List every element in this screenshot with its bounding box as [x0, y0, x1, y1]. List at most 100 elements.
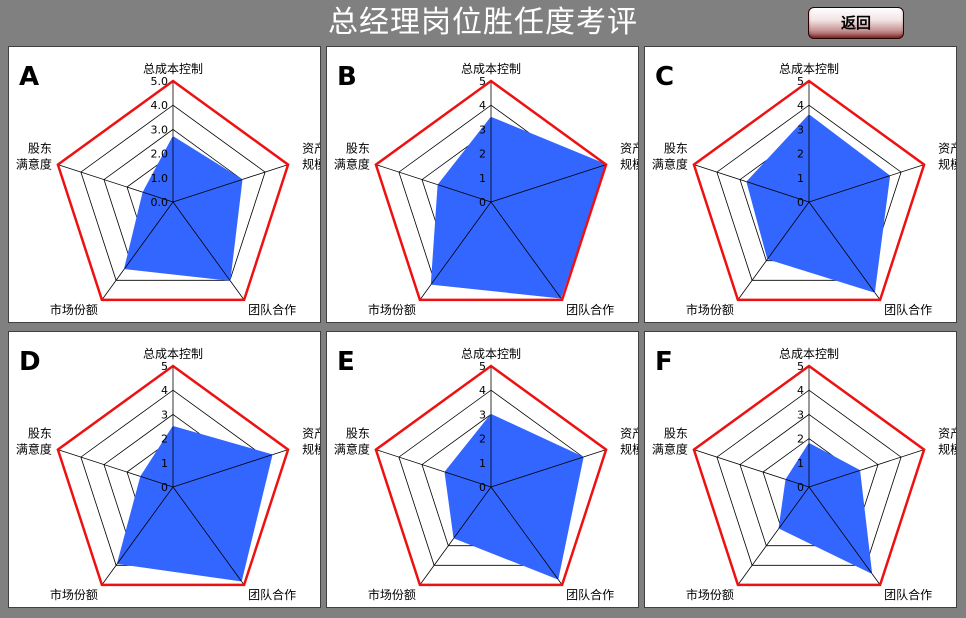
tick-label: 0: [797, 196, 804, 209]
spoke-overlay-line: [437, 184, 492, 203]
tick-label: 4: [479, 99, 486, 112]
tick-label: 5: [797, 360, 804, 373]
tick-label: 0: [479, 196, 486, 209]
panel-letter: B: [337, 62, 357, 92]
axis-label: 股东满意度: [334, 142, 370, 172]
tick-label: 3.0: [151, 123, 169, 136]
tick-label: 1: [797, 172, 804, 185]
spoke-overlay-line: [117, 486, 174, 564]
tick-label: 0: [161, 481, 168, 494]
spoke-overlay-line: [490, 164, 607, 203]
radar-chart-a: 0.01.02.03.04.05.0总成本控制资产规模团队合作市场份额股东满意度…: [16, 62, 320, 317]
tick-label: 1: [797, 457, 804, 470]
radar-chart-e: 012345总成本控制资产规模团队合作市场份额股东满意度E: [334, 347, 638, 602]
axis-label: 市场份额: [368, 587, 416, 602]
grid-ring-4: [398, 389, 584, 566]
radar-panel-b: 012345总成本控制资产规模团队合作市场份额股东满意度B: [326, 46, 639, 323]
data-area: [444, 413, 584, 580]
spoke-overlay-line: [808, 201, 875, 293]
grid-ring-3: [739, 413, 879, 547]
tick-label: 4: [161, 384, 168, 397]
spoke-overlay-line: [746, 181, 810, 203]
spoke-overlay-line: [124, 201, 174, 269]
spoke-overlay-line: [778, 486, 810, 529]
tick-label: 2: [479, 148, 486, 161]
spoke-overlay-line: [172, 454, 273, 488]
tick-label: 1: [479, 172, 486, 185]
axis-label: 团队合作: [566, 587, 614, 602]
radar-chart-c: 012345总成本控制资产规模团队合作市场份额股东满意度C: [652, 62, 956, 317]
tick-label: 4: [797, 384, 804, 397]
tick-label: 2: [479, 433, 486, 446]
axis-label: 股东满意度: [16, 427, 52, 457]
radar-chart-b: 012345总成本控制资产规模团队合作市场份额股东满意度B: [334, 62, 638, 317]
spoke-overlay-line: [767, 201, 810, 260]
axis-label: 总成本控制: [461, 62, 521, 76]
panel-letter: E: [337, 347, 355, 377]
tick-label: 4: [797, 99, 804, 112]
grid-ring-4: [716, 104, 902, 281]
spoke-overlay-line: [140, 476, 174, 488]
grid-ring-4: [80, 104, 266, 281]
axis-label: 股东满意度: [652, 142, 688, 172]
tick-label: 2: [797, 148, 804, 161]
tick-label: 0.0: [151, 196, 169, 209]
axis-label: 总成本控制: [461, 347, 521, 361]
panel-letter: D: [19, 347, 41, 377]
axis-label: 总成本控制: [779, 347, 839, 361]
axis-label: 总成本控制: [143, 347, 203, 361]
tick-label: 5: [797, 75, 804, 88]
axis-label: 团队合作: [248, 302, 296, 317]
spoke-overlay-line: [808, 486, 872, 574]
back-button[interactable]: 返回: [808, 7, 904, 39]
axis-label: 资产规模: [620, 427, 638, 457]
axis-label: 市场份额: [368, 302, 416, 317]
spoke-overlay-line: [490, 456, 584, 488]
axis-label: 资产规模: [938, 427, 956, 457]
data-area: [746, 114, 891, 293]
tick-label: 0: [479, 481, 486, 494]
outer-ring: [692, 364, 926, 587]
outer-ring: [374, 79, 608, 302]
axis-label: 股东满意度: [334, 427, 370, 457]
axis-label: 市场份额: [50, 302, 98, 317]
axis-label: 市场份额: [50, 587, 98, 602]
axis-label: 团队合作: [248, 587, 296, 602]
radar-panel-e: 012345总成本控制资产规模团队合作市场份额股东满意度E: [326, 331, 639, 608]
outer-ring: [56, 79, 290, 302]
axis-label: 市场份额: [686, 587, 734, 602]
spoke-overlay-line: [430, 201, 492, 285]
spoke-overlay-line: [444, 471, 492, 488]
spoke-overlay-line: [453, 486, 492, 539]
spoke-overlay-line: [142, 191, 174, 203]
tick-label: 2: [797, 433, 804, 446]
tick-label: 1.0: [151, 172, 169, 185]
spoke-overlay-line: [172, 486, 242, 582]
radar-chart-d: 012345总成本控制资产规模团队合作市场份额股东满意度D: [16, 347, 320, 602]
data-area: [430, 116, 607, 299]
panel-letter: F: [655, 347, 673, 377]
axis-label: 资产规模: [302, 142, 320, 172]
axis-label: 团队合作: [884, 587, 932, 602]
axis-label: 资产规模: [938, 142, 956, 172]
tick-label: 3: [797, 408, 804, 421]
radar-panel-c: 012345总成本控制资产规模团队合作市场份额股东满意度C: [644, 46, 957, 323]
outer-ring: [374, 364, 608, 587]
spoke-overlay-line: [172, 179, 243, 203]
tick-label: 5.0: [151, 75, 169, 88]
spoke-overlay-line: [785, 479, 810, 488]
tick-label: 4: [479, 384, 486, 397]
panel-letter: C: [655, 62, 674, 92]
spoke-overlay-line: [808, 470, 860, 488]
panel-letter: A: [19, 62, 39, 92]
tick-label: 4.0: [151, 99, 169, 112]
outer-ring: [692, 79, 926, 302]
radar-panel-a: 0.01.02.03.04.05.0总成本控制资产规模团队合作市场份额股东满意度…: [8, 46, 321, 323]
tick-label: 5: [161, 360, 168, 373]
axis-label: 总成本控制: [143, 62, 203, 76]
tick-label: 2.0: [151, 148, 169, 161]
axis-label: 总成本控制: [779, 62, 839, 76]
spoke-overlay-line: [490, 486, 559, 580]
axis-label: 股东满意度: [652, 427, 688, 457]
tick-label: 2: [161, 433, 168, 446]
